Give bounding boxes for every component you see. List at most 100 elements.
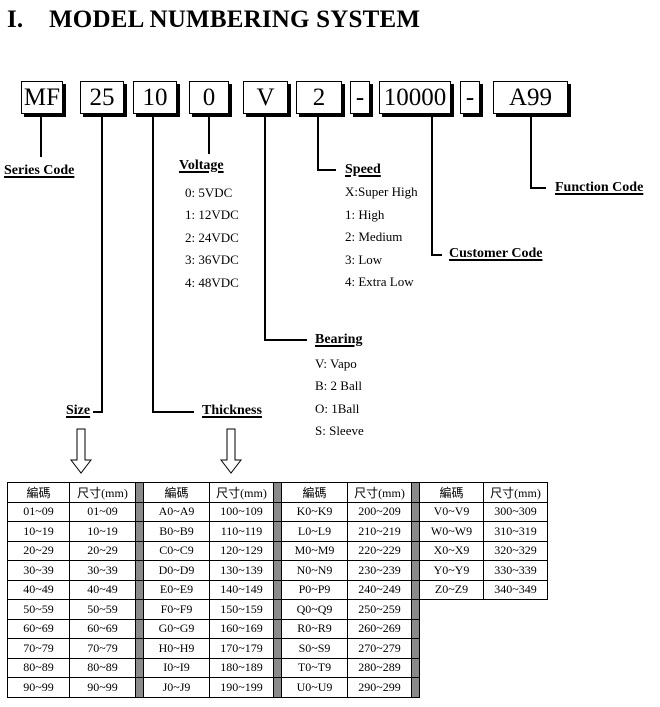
table-separator [411, 560, 420, 581]
table-separator [273, 599, 282, 620]
table-separator [273, 579, 282, 600]
size-mm-cell: 260~269 [347, 618, 412, 639]
header-code: 編碼 [419, 482, 484, 503]
table-separator [411, 677, 420, 698]
size-mm-cell: 90~99 [69, 677, 136, 698]
speed-option: 4: Extra Low [345, 274, 414, 289]
connector-speed-vertical [317, 117, 319, 171]
size-code-cell: H0~H9 [143, 638, 210, 659]
label-voltage: Voltage [179, 158, 224, 173]
size-mm-cell: 01~09 [69, 501, 136, 522]
code-box-series: MF [21, 81, 63, 114]
size-mm-cell: 140~149 [209, 579, 274, 600]
table-separator [135, 618, 144, 639]
code-box-voltage: 0 [189, 81, 229, 114]
empty-cell [420, 619, 484, 639]
size-code-cell: Z0~Z9 [419, 579, 484, 600]
size-mm-cell: 310~319 [483, 521, 548, 542]
size-code-cell: W0~W9 [419, 521, 484, 542]
empty-cell [484, 658, 548, 678]
size-mm-cell: 100~109 [209, 501, 274, 522]
label-series-code: Series Code [4, 163, 75, 178]
size-code-cell: 10~19 [7, 521, 70, 542]
size-mm-cell: 210~219 [347, 521, 412, 542]
table-separator [273, 521, 282, 542]
table-separator [135, 521, 144, 542]
size-code-cell: S0~S9 [281, 638, 348, 659]
size-code-cell: 01~09 [7, 501, 70, 522]
connector-bearing-horizontal [264, 339, 307, 341]
table-separator [273, 501, 282, 522]
size-mm-cell: 70~79 [69, 638, 136, 659]
size-code-cell: U0~U9 [281, 677, 348, 698]
section-number: I. [7, 6, 24, 33]
size-code-cell: D0~D9 [143, 560, 210, 581]
code-box-function: A99 [493, 81, 568, 114]
empty-cell [420, 600, 484, 620]
code-box-customer: 10000 [379, 81, 451, 114]
speed-option: 3: Low [345, 252, 383, 267]
size-mm-cell: 280~289 [347, 657, 412, 678]
bearing-option: V: Vapo [315, 356, 357, 371]
connector-customer-horizontal [431, 254, 442, 256]
size-mm-cell: 30~39 [69, 560, 136, 581]
table-separator [135, 599, 144, 620]
label-customer-code: Customer Code [449, 246, 543, 261]
table-separator [273, 638, 282, 659]
table-separator [411, 638, 420, 659]
empty-cell [484, 639, 548, 659]
size-code-cell: 90~99 [7, 677, 70, 698]
label-function-code: Function Code [555, 180, 644, 195]
connector-size-horizontal [93, 411, 103, 413]
table-separator [273, 540, 282, 561]
connector-function-vertical [530, 117, 532, 189]
size-code-cell: 70~79 [7, 638, 70, 659]
table-separator [273, 560, 282, 581]
code-box-thickness: 10 [133, 81, 177, 114]
size-code-cell: R0~R9 [281, 618, 348, 639]
connector-voltage [208, 117, 210, 154]
table-separator [273, 618, 282, 639]
table-separator [273, 677, 282, 698]
size-code-cell: I0~I9 [143, 657, 210, 678]
size-mm-cell: 110~119 [209, 521, 274, 542]
size-mm-cell: 10~19 [69, 521, 136, 542]
size-code-cell: 60~69 [7, 618, 70, 639]
bearing-option: O: 1Ball [315, 401, 360, 416]
size-mm-cell: 240~249 [347, 579, 412, 600]
size-code-cell: Q0~Q9 [281, 599, 348, 620]
size-mm-cell: 330~339 [483, 560, 548, 581]
size-code-cell: E0~E9 [143, 579, 210, 600]
table-separator [135, 501, 144, 522]
size-mm-cell: 20~29 [69, 540, 136, 561]
size-mm-cell: 180~189 [209, 657, 274, 678]
code-box-bearing: V [243, 81, 288, 114]
connector-size-vertical [101, 117, 103, 413]
size-mm-cell: 220~229 [347, 540, 412, 561]
label-bearing: Bearing [315, 332, 363, 347]
size-code-cell: F0~F9 [143, 599, 210, 620]
size-code-cell: 80~89 [7, 657, 70, 678]
size-code-cell: 40~49 [7, 579, 70, 600]
size-code-cell: B0~B9 [143, 521, 210, 542]
connector-customer-vertical [431, 117, 433, 256]
header-size-mm: 尺寸(mm) [483, 482, 548, 503]
size-code-cell: J0~J9 [143, 677, 210, 698]
size-mm-cell: 270~279 [347, 638, 412, 659]
size-mm-cell: 120~129 [209, 540, 274, 561]
size-mm-cell: 80~89 [69, 657, 136, 678]
size-code-cell: M0~M9 [281, 540, 348, 561]
voltage-option: 4: 48VDC [185, 275, 239, 290]
voltage-option: 1: 12VDC [185, 207, 239, 222]
table-separator [411, 599, 420, 620]
empty-cell [484, 678, 548, 698]
table-separator [411, 482, 420, 503]
table-separator [411, 540, 420, 561]
connector-series [40, 117, 42, 157]
speed-option: 1: High [345, 207, 385, 222]
voltage-option: 2: 24VDC [185, 230, 239, 245]
size-mm-cell: 200~209 [347, 501, 412, 522]
code-box-speed: 2 [296, 81, 342, 114]
